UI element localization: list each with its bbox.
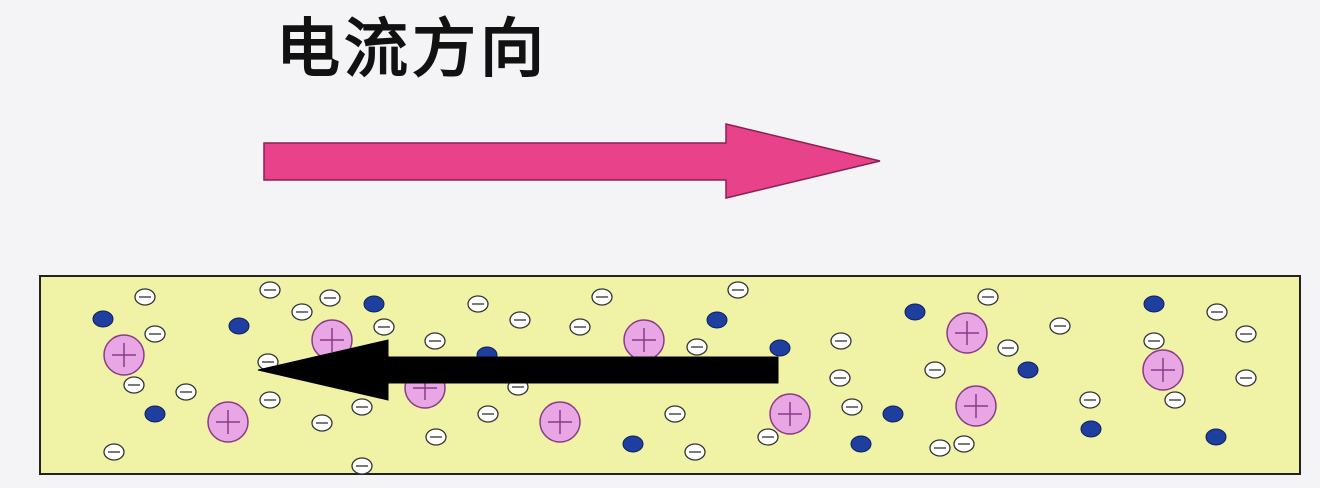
- free-electron: [351, 457, 373, 475]
- blue-particle: [1143, 295, 1165, 313]
- free-electron: [757, 428, 779, 446]
- free-electron: [1079, 391, 1101, 409]
- free-electron: [291, 303, 313, 321]
- blue-particle: [1205, 428, 1227, 446]
- free-electron: [259, 391, 281, 409]
- positive-ion: [769, 393, 811, 435]
- free-electron: [123, 376, 145, 394]
- free-electron: [1143, 332, 1165, 350]
- blue-particle: [228, 317, 250, 335]
- blue-particle: [769, 339, 791, 357]
- free-electron: [259, 281, 281, 299]
- free-electron: [591, 288, 613, 306]
- free-electron: [727, 281, 749, 299]
- free-electron: [477, 405, 499, 423]
- free-electron: [144, 325, 166, 343]
- blue-particle: [622, 435, 644, 453]
- blue-particle: [904, 303, 926, 321]
- positive-ion: [1142, 349, 1184, 391]
- free-electron: [953, 435, 975, 453]
- free-electron: [311, 414, 333, 432]
- current-direction-arrow: [263, 123, 881, 199]
- free-electron: [924, 361, 946, 379]
- positive-ion: [623, 319, 665, 361]
- positive-ion: [946, 312, 988, 354]
- free-electron: [569, 318, 591, 336]
- free-electron: [424, 332, 446, 350]
- blue-particle: [92, 310, 114, 328]
- free-electron: [319, 289, 341, 307]
- free-electron: [467, 295, 489, 313]
- free-electron: [1235, 369, 1257, 387]
- blue-particle: [882, 405, 904, 423]
- free-electron: [103, 443, 125, 461]
- blue-particle: [850, 435, 872, 453]
- free-electron: [1206, 303, 1228, 321]
- electron-flow-arrow: [257, 339, 779, 401]
- positive-ion: [103, 334, 145, 376]
- free-electron: [373, 318, 395, 336]
- free-electron: [686, 338, 708, 356]
- positive-ion: [955, 385, 997, 427]
- positive-ion: [311, 319, 353, 361]
- free-electron: [509, 311, 531, 329]
- free-electron: [1164, 391, 1186, 409]
- free-electron: [684, 443, 706, 461]
- free-electron: [829, 369, 851, 387]
- free-electron: [929, 439, 951, 457]
- blue-particle: [706, 311, 728, 329]
- free-electron: [351, 398, 373, 416]
- free-electron: [841, 398, 863, 416]
- free-electron: [175, 383, 197, 401]
- blue-particle: [1017, 361, 1039, 379]
- positive-ion: [207, 401, 249, 443]
- free-electron: [1235, 325, 1257, 343]
- blue-particle: [363, 295, 385, 313]
- free-electron: [134, 288, 156, 306]
- diagram-title: 电流方向: [276, 13, 548, 87]
- free-electron: [830, 332, 852, 350]
- free-electron: [1049, 317, 1071, 335]
- free-electron: [997, 339, 1019, 357]
- blue-particle: [144, 405, 166, 423]
- free-electron: [664, 405, 686, 423]
- free-electron: [425, 428, 447, 446]
- positive-ion: [539, 401, 581, 443]
- blue-particle: [1080, 420, 1102, 438]
- free-electron: [977, 288, 999, 306]
